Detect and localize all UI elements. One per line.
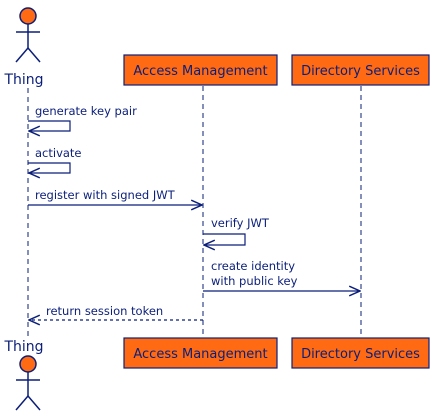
message-activate: activate	[28, 146, 82, 173]
message-generate-key-pair: generate key pair	[28, 104, 137, 131]
actor-thing-top	[15, 7, 41, 63]
message-create-identity: create identity with public key	[203, 259, 360, 291]
actor-thing-top-label: Thing	[3, 72, 43, 88]
message-label-line2: with public key	[211, 274, 298, 288]
message-label: generate key pair	[35, 104, 137, 118]
actor-thing-bottom	[15, 355, 41, 411]
participant-directory-services-bottom	[291, 337, 430, 369]
message-label: activate	[35, 146, 82, 160]
participant-access-management-top	[123, 54, 278, 86]
actor-thing-bottom-label: Thing	[3, 339, 43, 355]
message-return-session-token: return session token	[29, 304, 203, 320]
message-label: return session token	[46, 304, 163, 318]
participant-directory-services-top-label: Directory Services	[301, 64, 420, 79]
participant-access-management-top-label: Access Management	[133, 64, 267, 79]
actor-head-icon	[19, 355, 37, 373]
participant-access-management-bottom	[123, 337, 278, 369]
participant-access-management-bottom-label: Access Management	[133, 347, 267, 362]
message-register-with-signed-jwt: register with signed JWT	[28, 188, 202, 205]
message-label-line1: create identity	[211, 259, 295, 273]
participant-directory-services-bottom-label: Directory Services	[301, 347, 420, 362]
message-verify-jwt: verify JWT	[203, 216, 270, 245]
participant-directory-services-top	[291, 54, 430, 86]
message-label: register with signed JWT	[35, 188, 176, 202]
message-label: verify JWT	[211, 216, 270, 230]
actor-head-icon	[19, 7, 37, 25]
